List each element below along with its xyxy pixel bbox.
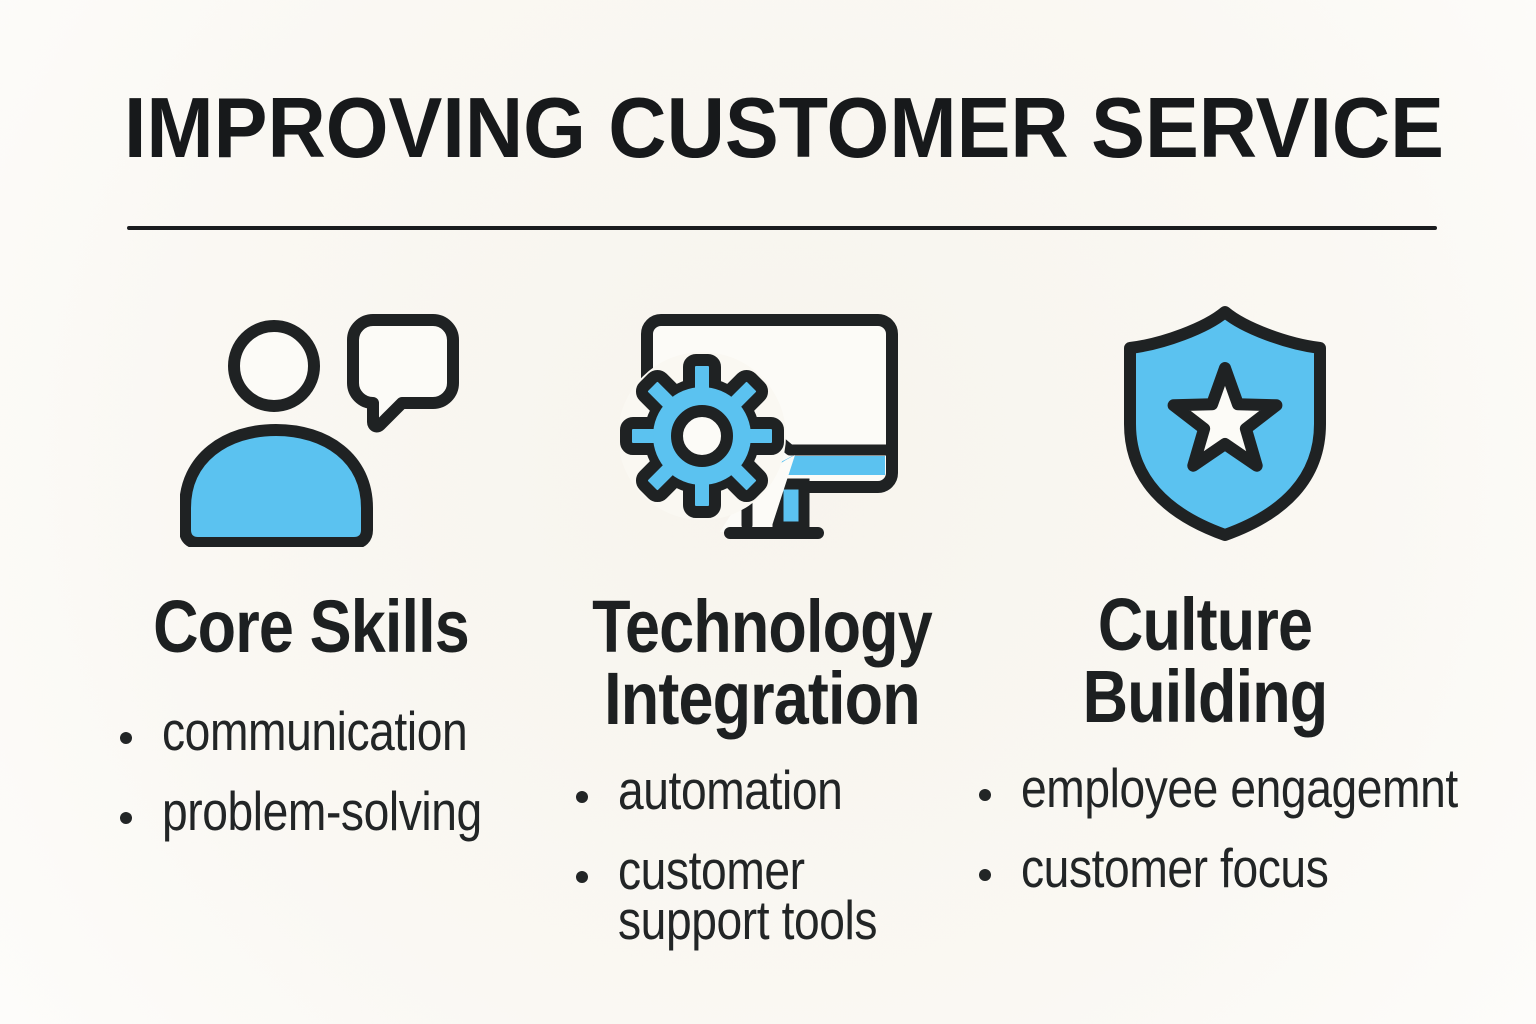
star-shape [1167, 362, 1283, 472]
list-item: problem-solving [120, 780, 543, 842]
bullet-label: communication [162, 700, 468, 762]
list-item: customer support tools [576, 839, 1020, 951]
list-item: communication [120, 700, 543, 762]
bullet-label: customer support tools [618, 839, 878, 951]
bullet-dot [576, 791, 588, 803]
bullet-list-technology-integration: automation customer support tools [576, 759, 1020, 975]
person-head-shape [228, 320, 320, 412]
column-heading-technology-integration: Technology Integration [575, 585, 949, 740]
heading-line: Core Skills [153, 585, 470, 668]
person-body-shape [180, 424, 373, 547]
shield-star-icon [1124, 306, 1326, 541]
bullet-dot [120, 812, 132, 824]
bullet-label: problem-solving [162, 780, 482, 842]
bullet-list-culture-building: employee engagemnt customer focus [979, 757, 1536, 923]
heading-line: Integration [604, 657, 920, 740]
bullet-dot [979, 789, 991, 801]
gear-monitor-icon [620, 314, 898, 539]
bullet-label: automation [618, 759, 843, 821]
list-item: employee engagemnt [979, 757, 1536, 819]
page-title-text: IMPROVING CUSTOMER SERVICE [124, 81, 1444, 176]
page-title: IMPROVING CUSTOMER SERVICE [124, 81, 1444, 176]
title-divider [127, 226, 1437, 230]
bullet-dot [120, 732, 132, 744]
bullet-dot [979, 869, 991, 881]
gear-shape [620, 354, 784, 518]
list-item: customer focus [979, 837, 1536, 899]
bullet-list-core-skills: communication problem-solving [120, 700, 543, 866]
bullet-label: employee engagemnt [1021, 757, 1458, 819]
speech-bubble-shape [347, 314, 459, 433]
bullet-dot [576, 871, 588, 883]
person-chat-icon [180, 314, 459, 547]
heading-line: Technology [592, 585, 933, 668]
column-heading-core-skills: Core Skills [124, 585, 498, 668]
heading-line: Building [1082, 655, 1329, 738]
list-item: automation [576, 759, 1020, 821]
monitor-stand-base [724, 527, 824, 539]
column-heading-culture-building: Culture Building [1018, 583, 1392, 738]
heading-line: Culture [1097, 583, 1313, 666]
bullet-label: customer focus [1021, 837, 1329, 899]
